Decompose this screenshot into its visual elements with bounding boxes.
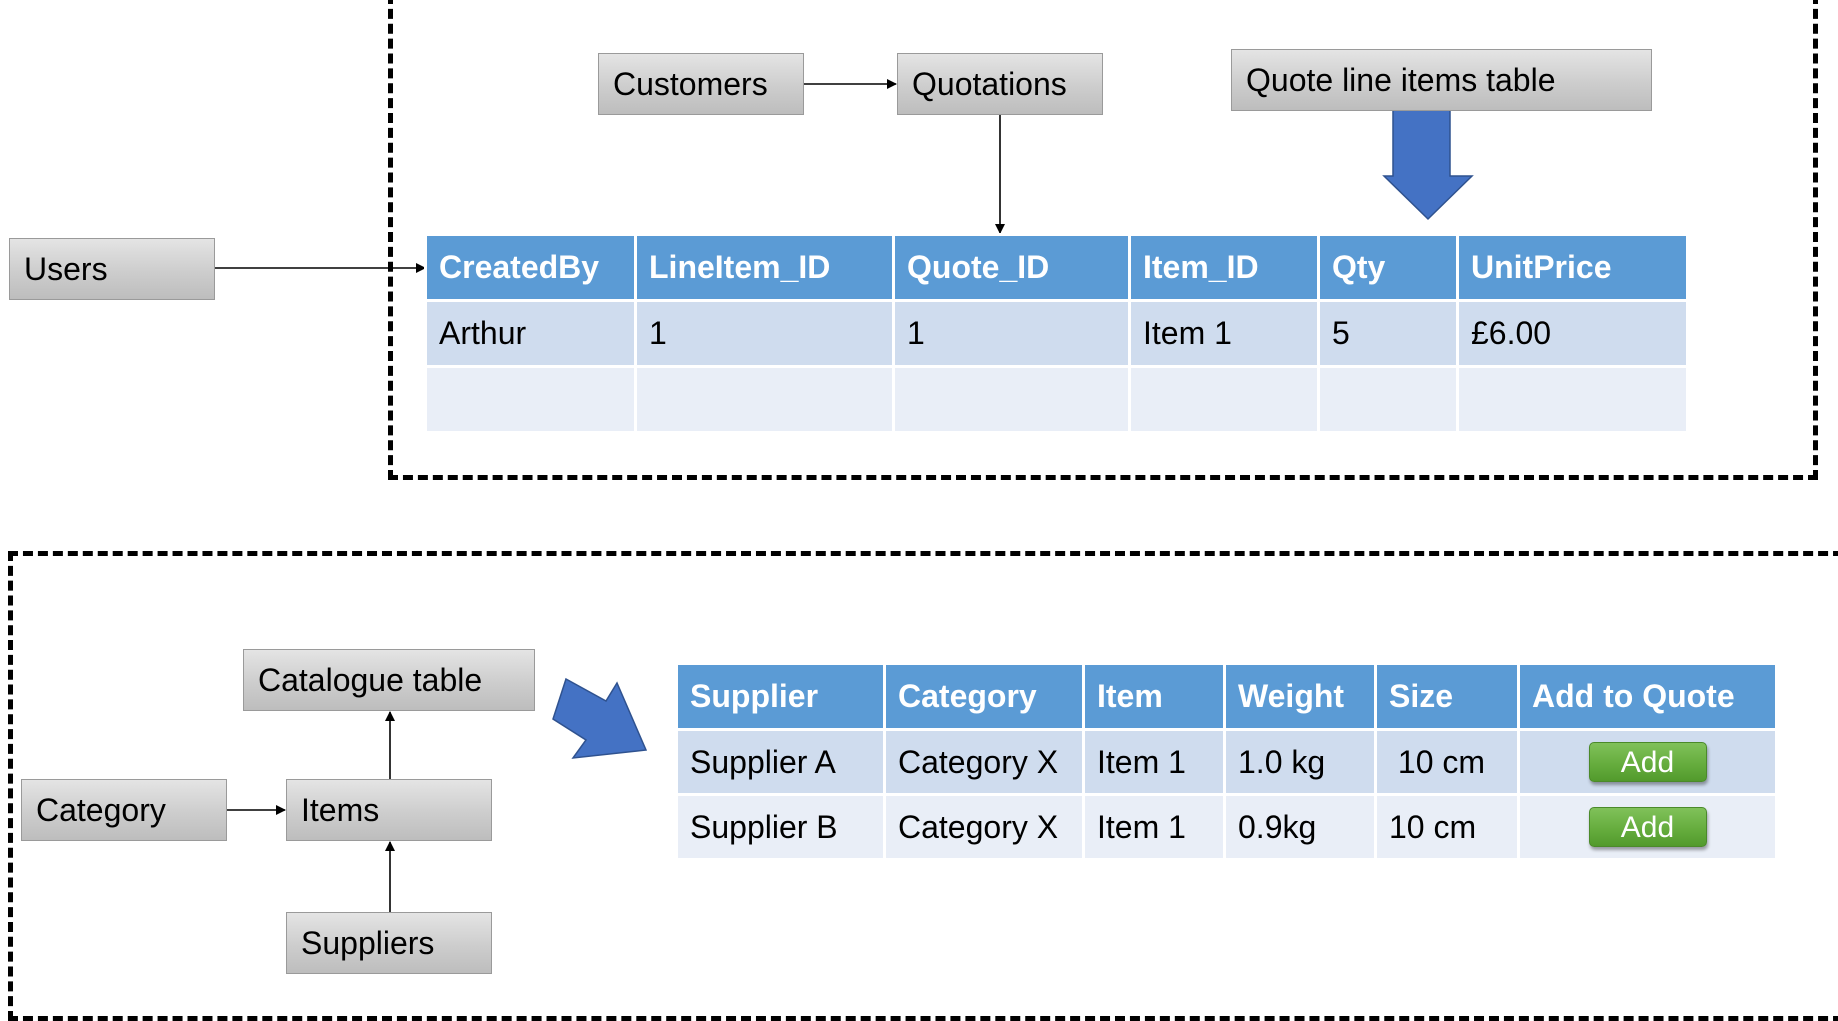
- column-header: Supplier: [675, 662, 886, 731]
- table-cell: Arthur: [424, 299, 637, 368]
- table-row: [424, 365, 1689, 434]
- column-header: Weight: [1223, 662, 1377, 731]
- table-cell: 1: [892, 299, 1131, 368]
- supplier-cell: Supplier A: [675, 728, 886, 796]
- add-button[interactable]: Add: [1588, 742, 1707, 782]
- quotations-entity: Quotations: [897, 53, 1103, 115]
- column-header: Size: [1374, 662, 1520, 731]
- quote-section-frame: [388, 0, 1818, 480]
- table-cell: [634, 365, 895, 434]
- quote-line-items-table: CreatedBy LineItem_ID Quote_ID Item_ID Q…: [424, 233, 1689, 434]
- item-cell: Item 1: [1082, 728, 1226, 796]
- column-header: UnitPrice: [1456, 233, 1689, 302]
- add-to-quote-cell: Add: [1517, 728, 1778, 796]
- table-cell: [1456, 365, 1689, 434]
- weight-cell: 1.0 kg: [1223, 728, 1377, 796]
- table-cell: Item 1: [1128, 299, 1320, 368]
- column-header: Qty: [1317, 233, 1459, 302]
- size-cell: 10 cm: [1374, 728, 1520, 796]
- table-cell: [424, 365, 637, 434]
- users-entity: Users: [9, 238, 215, 300]
- size-cell: 10 cm: [1374, 793, 1520, 861]
- catalogue-table-entity: Catalogue table: [243, 649, 535, 711]
- add-button[interactable]: Add: [1588, 807, 1707, 847]
- item-cell: Item 1: [1082, 793, 1226, 861]
- column-header: Category: [883, 662, 1085, 731]
- table-cell: 5: [1317, 299, 1459, 368]
- table-cell: [1317, 365, 1459, 434]
- quote-line-items-entity: Quote line items table: [1231, 49, 1652, 111]
- table-cell: 1: [634, 299, 895, 368]
- column-header: LineItem_ID: [634, 233, 895, 302]
- table-cell: [1128, 365, 1320, 434]
- weight-cell: 0.9kg: [1223, 793, 1377, 861]
- table-row: Arthur 1 1 Item 1 5 £6.00: [424, 299, 1689, 368]
- column-header: Quote_ID: [892, 233, 1131, 302]
- table-cell: [892, 365, 1131, 434]
- category-entity: Category: [21, 779, 227, 841]
- suppliers-entity: Suppliers: [286, 912, 492, 974]
- add-to-quote-cell: Add: [1517, 793, 1778, 861]
- column-header: CreatedBy: [424, 233, 637, 302]
- customers-entity: Customers: [598, 53, 804, 115]
- supplier-cell: Supplier B: [675, 793, 886, 861]
- category-cell: Category X: [883, 728, 1085, 796]
- table-header-row: CreatedBy LineItem_ID Quote_ID Item_ID Q…: [424, 233, 1689, 302]
- catalogue-table: Supplier Category Item Weight Size Add t…: [675, 662, 1778, 861]
- table-cell: £6.00: [1456, 299, 1689, 368]
- table-row: Supplier A Category X Item 1 1.0 kg 10 c…: [675, 728, 1778, 796]
- table-row: Supplier B Category X Item 1 0.9kg 10 cm…: [675, 793, 1778, 861]
- table-header-row: Supplier Category Item Weight Size Add t…: [675, 662, 1778, 731]
- column-header: Add to Quote: [1517, 662, 1778, 731]
- column-header: Item: [1082, 662, 1226, 731]
- column-header: Item_ID: [1128, 233, 1320, 302]
- category-cell: Category X: [883, 793, 1085, 861]
- items-entity: Items: [286, 779, 492, 841]
